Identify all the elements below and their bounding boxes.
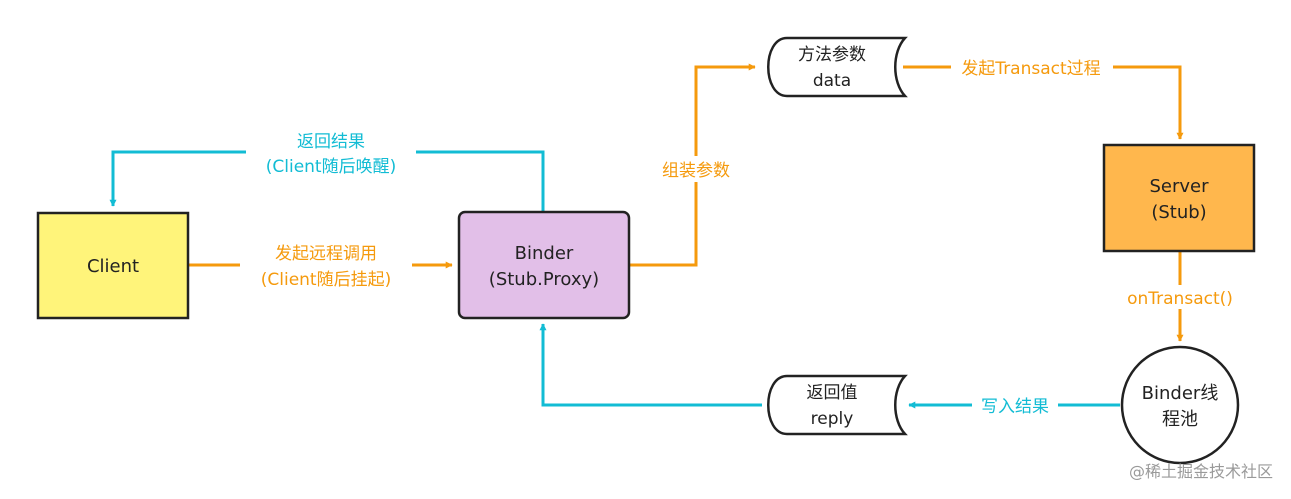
node-binder-thread-pool: Binder线 程池	[1120, 345, 1240, 465]
edge-return-result-label-1: 返回结果	[297, 132, 365, 152]
node-binder: Binder (Stub.Proxy)	[457, 210, 631, 320]
edge-start-transact-label: 发起Transact过程	[961, 59, 1100, 79]
edge-remote-call-label-2: (Client随后挂起)	[261, 270, 391, 290]
edge-return-result: 返回结果 (Client随后唤醒)	[109, 128, 545, 212]
node-server: Server (Stub)	[1102, 143, 1256, 253]
edge-on-transact: onTransact()	[1118, 252, 1242, 342]
edge-remote-call-label-1: 发起远程调用	[275, 244, 377, 264]
node-server-label-1: Server	[1149, 176, 1209, 197]
watermark: @稀土掘金技术社区	[1129, 462, 1273, 481]
edge-start-transact: 发起Transact过程	[903, 55, 1184, 140]
node-client: Client	[36, 211, 190, 320]
node-return-value-label-2: reply	[811, 409, 854, 429]
edge-assemble-params: 组装参数	[629, 63, 756, 267]
edge-reply-to-binder	[539, 323, 762, 407]
node-binder-thread-pool-label-1: Binder线	[1142, 383, 1219, 404]
node-binder-thread-pool-label-2: 程池	[1162, 409, 1198, 430]
node-binder-label-1: Binder	[515, 243, 574, 264]
edge-write-result-label: 写入结果	[981, 397, 1049, 417]
edge-write-result: 写入结果	[908, 393, 1120, 417]
node-binder-label-2: (Stub.Proxy)	[489, 269, 599, 290]
node-method-params: 方法参数 data	[767, 36, 908, 98]
edge-assemble-params-label: 组装参数	[662, 161, 730, 181]
node-return-value: 返回值 reply	[767, 374, 908, 436]
node-server-label-2: (Stub)	[1151, 202, 1206, 223]
watermark-text: @稀土掘金技术社区	[1129, 462, 1273, 481]
node-method-params-label-2: data	[813, 71, 851, 91]
edge-return-result-label-2: (Client随后唤醒)	[266, 157, 396, 177]
node-return-value-label-1: 返回值	[807, 383, 858, 403]
node-method-params-label-1: 方法参数	[798, 45, 866, 65]
edge-on-transact-label: onTransact()	[1127, 289, 1233, 309]
edge-remote-call: 发起远程调用 (Client随后挂起)	[188, 240, 453, 292]
node-client-label: Client	[87, 256, 139, 277]
